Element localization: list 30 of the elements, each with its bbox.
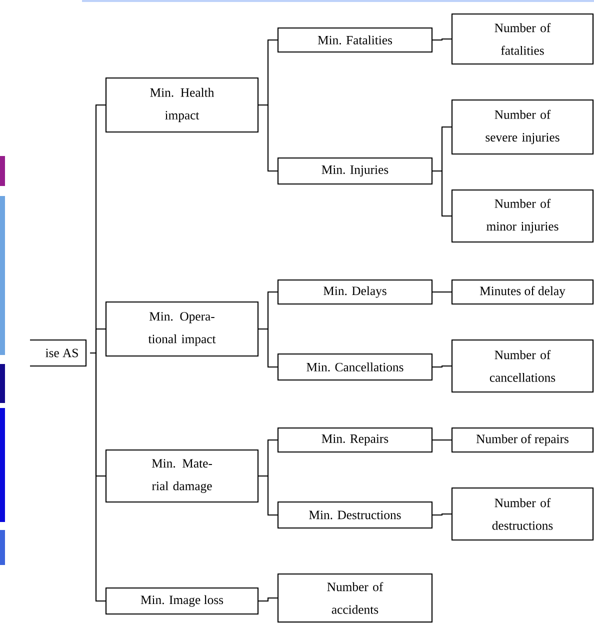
connector-line xyxy=(432,170,452,217)
connector-line xyxy=(432,291,452,293)
goal-box: Number of repairs xyxy=(451,427,594,453)
goal-box: Min. Image loss xyxy=(105,587,259,615)
connector-line xyxy=(258,104,278,172)
connector-line xyxy=(258,475,278,516)
goal-box: Number of accidents xyxy=(277,573,433,623)
connector-line xyxy=(432,513,452,516)
goal-box: Min. Opera- tional impact xyxy=(105,301,259,357)
connector-line xyxy=(90,352,106,602)
root-box: ise AS xyxy=(30,339,87,367)
goal-box: Min. Mate- rial damage xyxy=(105,449,259,503)
connector-line xyxy=(432,38,452,41)
connector-line xyxy=(258,597,278,602)
goal-box: Min. Repairs xyxy=(277,427,433,453)
goal-box: Number of cancellations xyxy=(451,339,594,393)
connector-line xyxy=(432,365,452,368)
goal-box: Min. Injuries xyxy=(277,157,433,185)
goal-box: Minutes of delay xyxy=(451,279,594,305)
goal-box: Number of minor injuries xyxy=(451,189,594,243)
goal-box: Number of fatalities xyxy=(451,13,594,65)
goal-box: Min. Destructions xyxy=(277,501,433,529)
goal-box: Number of severe injuries xyxy=(451,99,594,155)
goal-box: Min. Health impact xyxy=(105,77,259,133)
connector-line xyxy=(258,328,278,368)
connector-line xyxy=(432,439,452,441)
goal-box: Number of destructions xyxy=(451,487,594,541)
goal-box: Min. Cancellations xyxy=(277,353,433,381)
goal-box: Min. Fatalities xyxy=(277,27,433,53)
goal-box: Min. Delays xyxy=(277,279,433,305)
